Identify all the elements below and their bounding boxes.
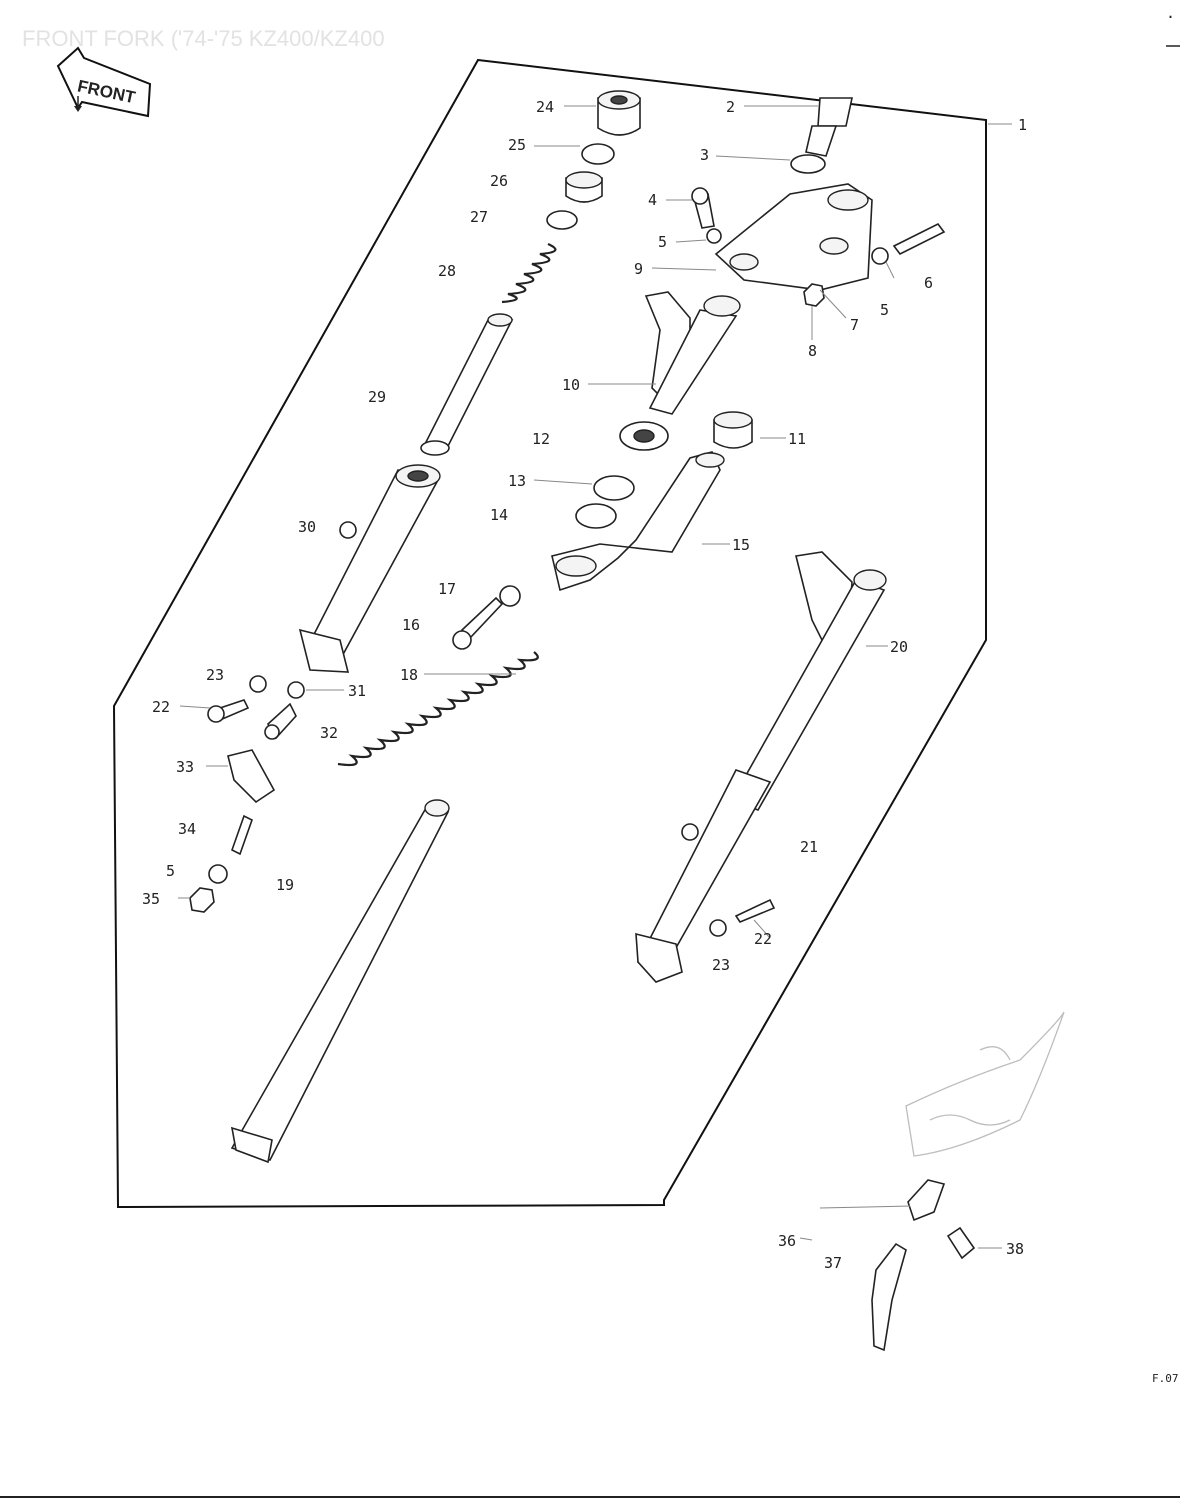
callout-38: 38	[1006, 1240, 1024, 1258]
callout-numbers: 1 2 3 4 5 5 6 7 8 9 10 11 12 13 14 15 16…	[142, 98, 1027, 1272]
callout-30: 30	[298, 518, 316, 536]
callout-37: 37	[824, 1254, 842, 1272]
left-outer-tube	[298, 464, 441, 673]
spring-collar	[565, 171, 603, 203]
bleeder-valve	[871, 1242, 907, 1352]
callout-11: 11	[788, 430, 806, 448]
callout-6-right: 6	[924, 274, 933, 292]
callout-4: 4	[648, 191, 657, 209]
o-ring	[581, 143, 615, 165]
callout-14: 14	[490, 506, 508, 524]
callout-22-right: 22	[754, 930, 772, 948]
callout-33: 33	[176, 758, 194, 776]
axle-clamp	[227, 749, 276, 804]
callout-20: 20	[890, 638, 908, 656]
damper-rod	[420, 313, 514, 456]
callout-2: 2	[726, 98, 735, 116]
callout-35: 35	[142, 890, 160, 908]
steering-stem-cap	[713, 411, 753, 449]
stem-washer	[499, 585, 521, 607]
bleeder-fitting	[907, 1179, 946, 1222]
callout-31: 31	[348, 682, 366, 700]
callout-5-right: 5	[880, 301, 889, 319]
callout-22-left: 22	[152, 698, 170, 716]
callout-16: 16	[402, 616, 420, 634]
callout-25: 25	[508, 136, 526, 154]
bracket-nut	[803, 283, 825, 307]
washer-left	[249, 675, 267, 693]
axle-clamp-bolt-left	[207, 699, 250, 723]
callout-13: 13	[508, 472, 526, 490]
drain-washer	[287, 681, 305, 699]
stud	[231, 814, 253, 856]
pinch-bolt	[892, 222, 946, 256]
callout-34: 34	[178, 820, 196, 838]
callout-23-left: 23	[206, 666, 224, 684]
callout-12: 12	[532, 430, 550, 448]
callout-27: 27	[470, 208, 488, 226]
drain-screw	[264, 702, 297, 740]
washer-right	[709, 919, 727, 937]
stem-head-bolt	[805, 97, 853, 157]
callout-23-right: 23	[712, 956, 730, 974]
callout-9: 9	[634, 260, 643, 278]
callout-32: 32	[320, 724, 338, 742]
bearing-race	[593, 475, 635, 501]
leader-lines	[178, 105, 1012, 1249]
cap-nut	[189, 887, 215, 913]
callout-5-upper: 5	[658, 233, 667, 251]
callout-5-lower: 5	[166, 862, 175, 880]
handlebar-bolt	[691, 187, 715, 229]
callout-10: 10	[562, 376, 580, 394]
right-upper-tube	[730, 551, 887, 811]
lock-washer	[208, 864, 228, 884]
lower-bearing	[575, 503, 617, 529]
lower-bracket-stem	[551, 451, 725, 592]
inner-fork-tube	[230, 799, 450, 1164]
callout-17: 17	[438, 580, 456, 598]
callout-8: 8	[808, 342, 817, 360]
callout-36: 36	[778, 1232, 796, 1250]
callout-3: 3	[700, 146, 709, 164]
main-spring	[337, 651, 539, 767]
bleeder-cap	[946, 1226, 976, 1260]
front-direction-badge: FRONT	[56, 46, 152, 118]
assembly-frame-outline	[112, 58, 987, 1209]
callout-24: 24	[536, 98, 554, 116]
callout-26: 26	[490, 172, 508, 190]
diagram-title: FRONT FORK ('74-'75 KZ400/KZ400	[22, 26, 385, 51]
callout-15: 15	[732, 536, 750, 554]
pinch-washer	[871, 247, 889, 265]
faded-brake-component	[905, 1011, 1065, 1157]
stem-bolt	[452, 596, 504, 650]
callout-19: 19	[276, 876, 294, 894]
callout-28: 28	[438, 262, 456, 280]
right-outer-tube	[635, 769, 772, 983]
callout-1: 1	[1018, 116, 1027, 134]
axle-clamp-bolt-right	[734, 898, 776, 923]
stem-o-ring	[790, 154, 826, 174]
callout-29: 29	[368, 388, 386, 406]
callout-21: 21	[800, 838, 818, 856]
corner-mark: ·	[1166, 8, 1175, 26]
upper-steering-bracket	[714, 183, 873, 291]
headlight-bracket	[644, 291, 741, 415]
page-code: F.07	[1152, 1372, 1179, 1385]
fork-top-cap	[597, 90, 641, 136]
callout-18: 18	[400, 666, 418, 684]
handlebar-washer	[706, 228, 722, 244]
callout-7: 7	[850, 316, 859, 334]
seat-washer	[546, 210, 578, 230]
short-spring	[501, 242, 557, 304]
